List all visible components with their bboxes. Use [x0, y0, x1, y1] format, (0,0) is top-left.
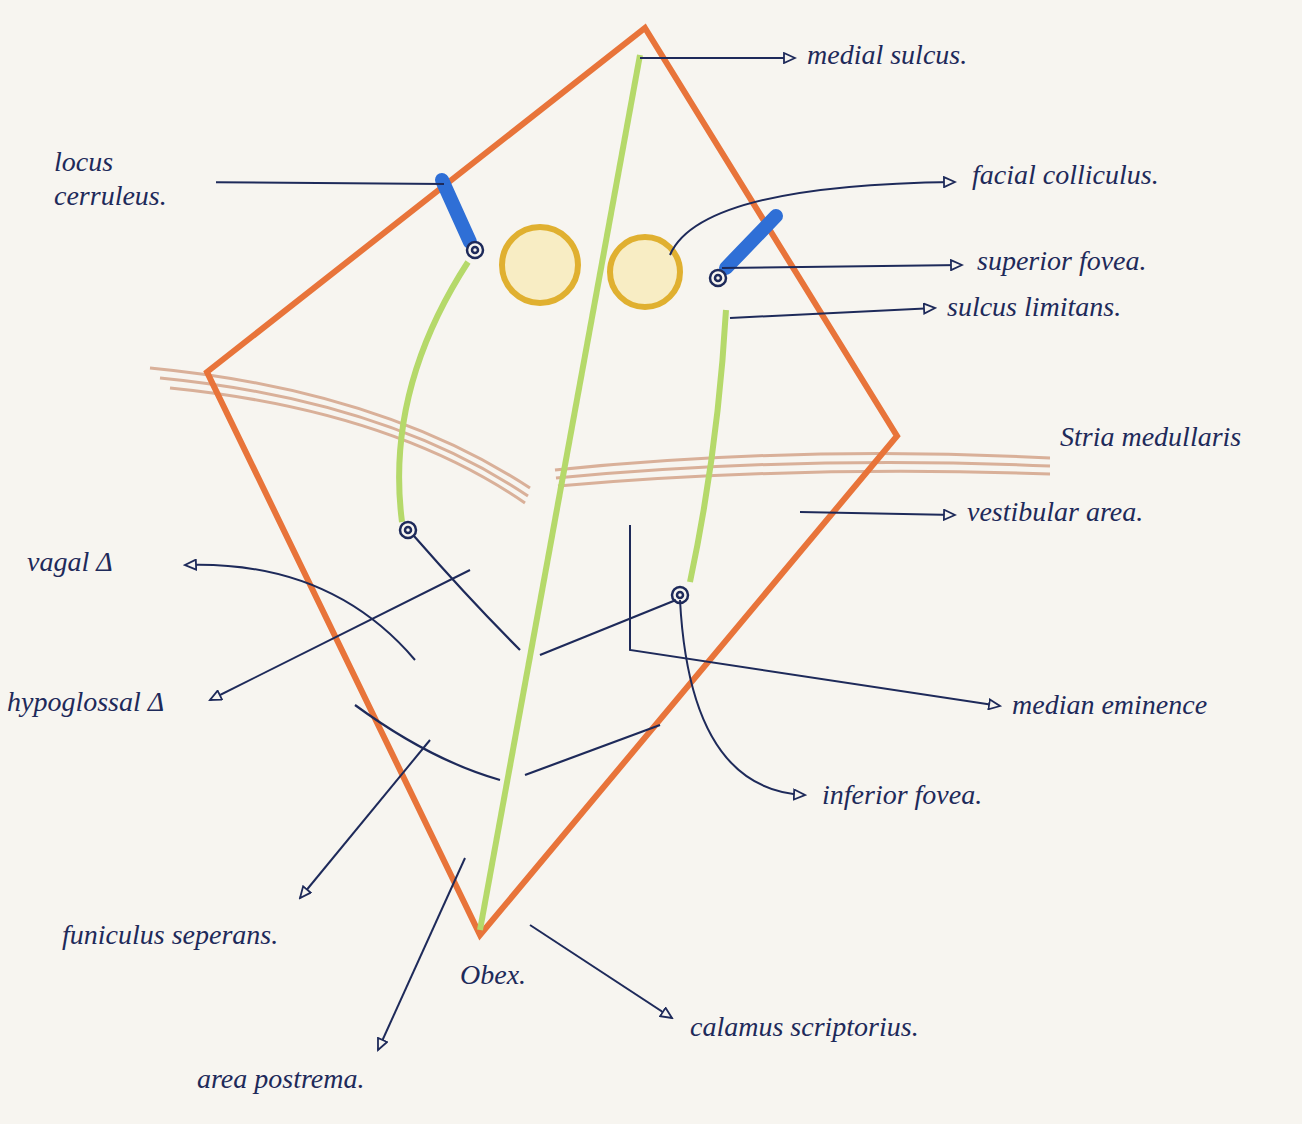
- locus-ceruleus-label: locus cerruleus.: [52, 145, 216, 212]
- facial-colliculus: [502, 227, 578, 303]
- rhomboid-fossa-outline: [207, 28, 897, 935]
- sulcus-limitans-line: [690, 310, 726, 582]
- vestibular-area-label: vestibular area.: [965, 495, 1145, 529]
- hypoglossal-trigone-label: hypoglossal Δ: [5, 685, 166, 719]
- sulcus-limitans-line: [399, 262, 468, 522]
- stria-medullaris-band: [150, 368, 1050, 503]
- fovea-dot: [400, 242, 726, 603]
- stria-medullaris-label: Stria medullaris: [1058, 420, 1243, 454]
- funiculus-separans-label: funiculus seperans.: [60, 918, 280, 952]
- median-sulcus-line: [480, 55, 640, 930]
- calamus-scriptorius-label: calamus scriptorius.: [688, 1010, 921, 1044]
- medial-sulcus-label: medial sulcus.: [805, 38, 969, 72]
- leader-line: [169, 58, 1000, 1050]
- facial-colliculus-label: facial colliculus.: [970, 158, 1161, 192]
- inferior-fovea-label: inferior fovea.: [820, 778, 984, 812]
- locus-ceruleus-mark: [442, 180, 470, 242]
- vagal-trigone-label: vagal Δ: [25, 545, 115, 579]
- sulcus-limitans-label: sulcus limitans.: [945, 290, 1123, 324]
- trigone-boundary: [355, 536, 676, 780]
- obex-label: Obex.: [458, 958, 528, 992]
- area-postrema-label: area postrema.: [195, 1062, 366, 1096]
- superior-fovea-label: superior fovea.: [975, 244, 1149, 278]
- locus-ceruleus-mark: [726, 216, 776, 268]
- median-eminence-label: median eminence: [1010, 688, 1209, 722]
- facial-colliculus: [610, 237, 680, 307]
